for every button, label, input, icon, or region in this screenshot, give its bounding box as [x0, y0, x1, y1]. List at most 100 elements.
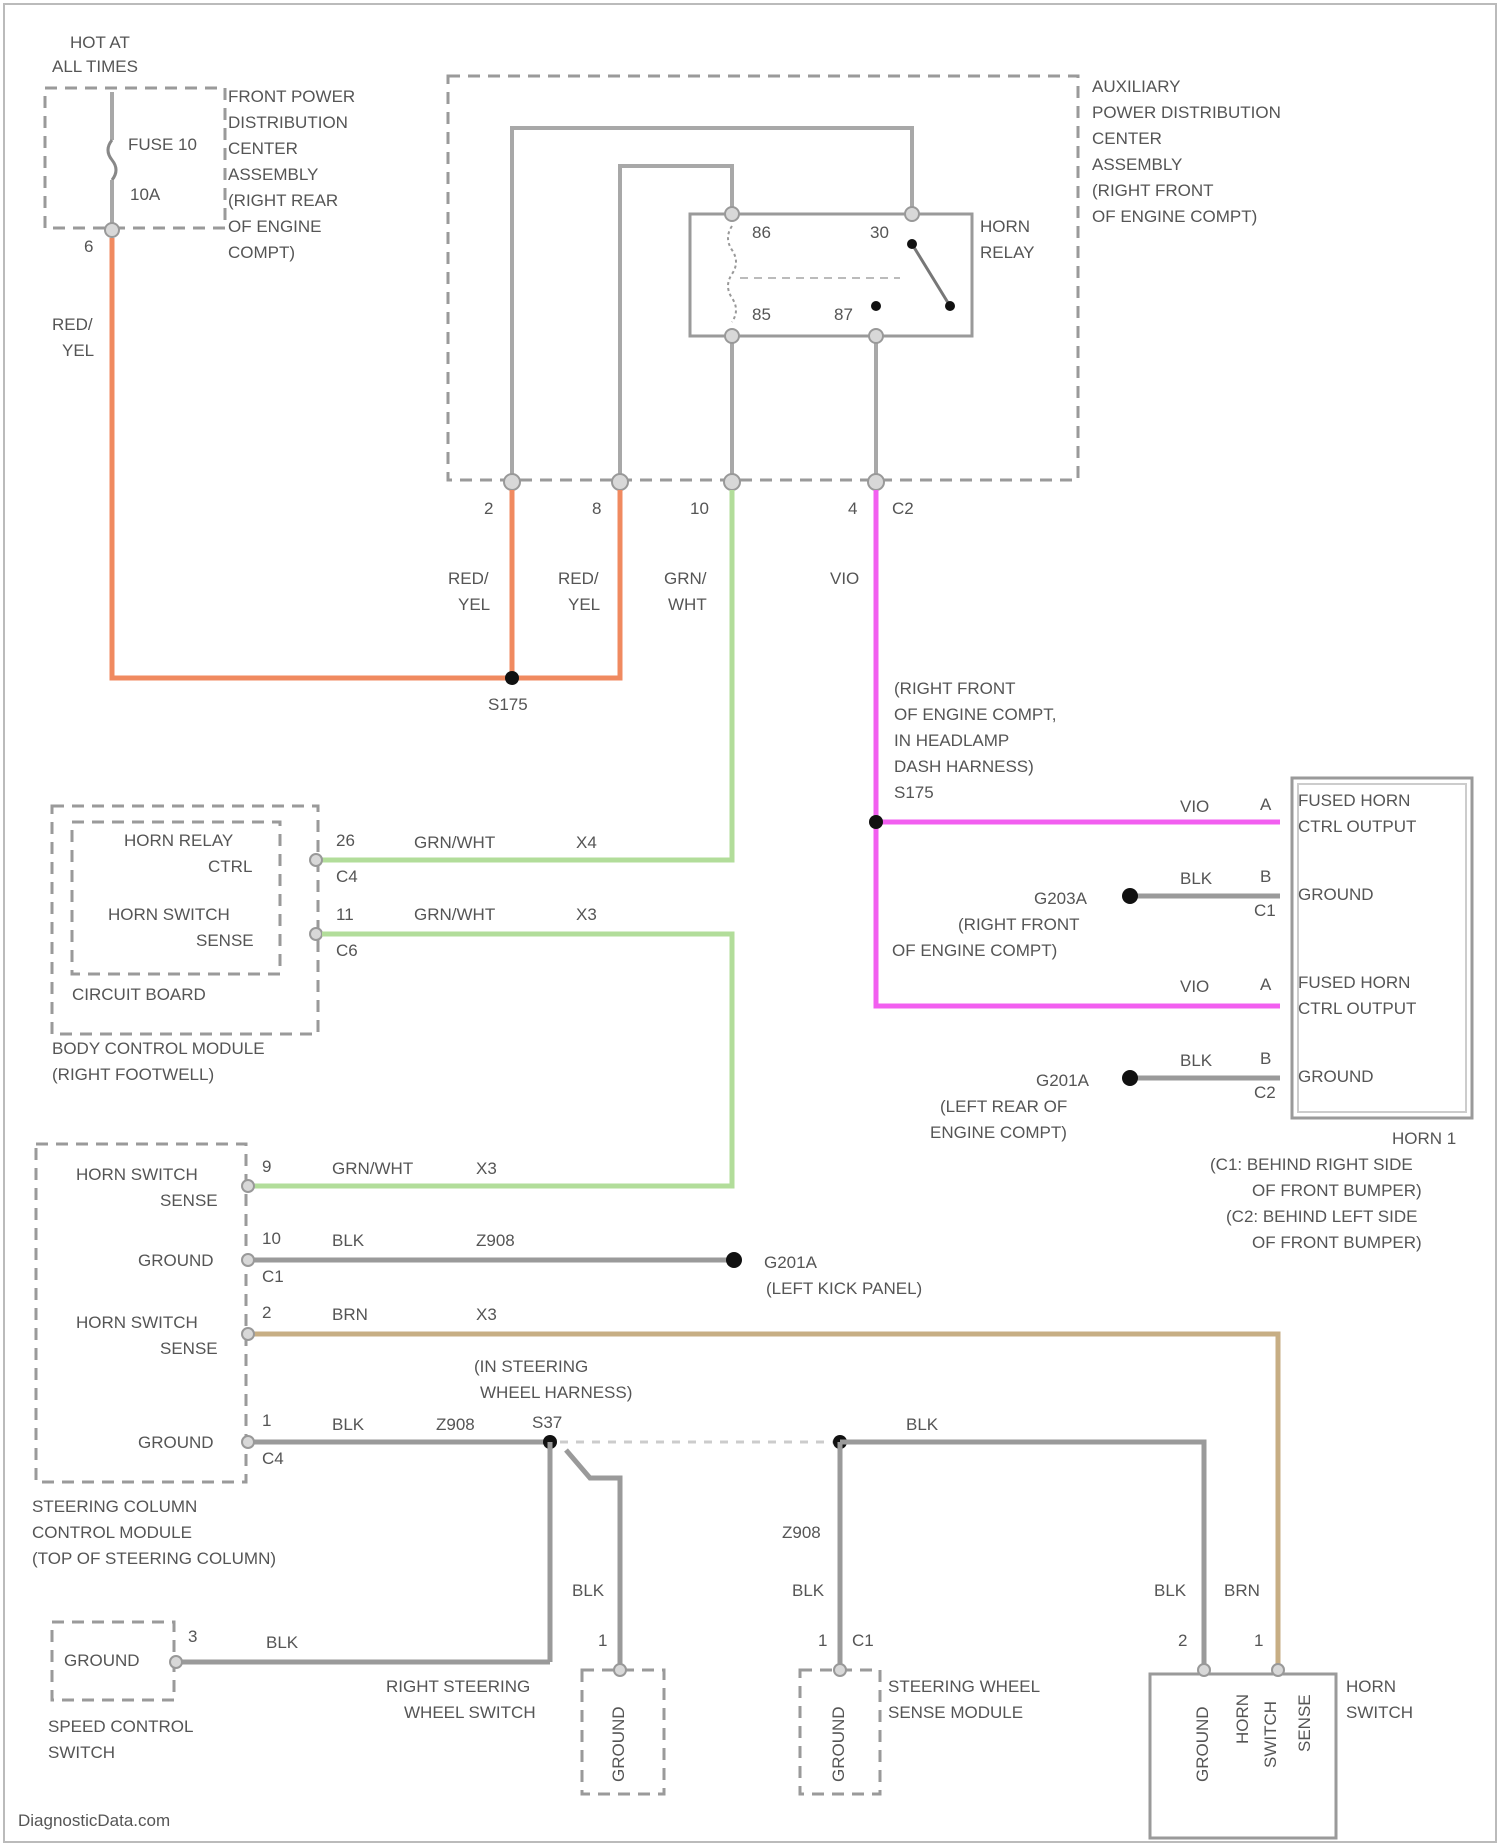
- horn-sw-caption: SWITCH: [1346, 1703, 1413, 1722]
- bcm-circuit-board-label: CIRCUIT BOARD: [72, 985, 206, 1004]
- sccm-r2-conn: C1: [262, 1267, 284, 1286]
- bcm-switch-sense-label: HORN SWITCH: [108, 905, 230, 924]
- relay-30-feed: [512, 128, 912, 478]
- fuse-pin-number: 6: [84, 237, 93, 256]
- vio-harness-note: (RIGHT FRONT OF ENGINE COMPT, IN HEADLAM…: [894, 679, 1056, 802]
- aux-pdc-line: ASSEMBLY: [1092, 155, 1182, 174]
- horn-sw-pin: [1272, 1664, 1284, 1676]
- sccm-caption: STEERING COLUMN: [32, 1497, 197, 1516]
- sccm-caption: (TOP OF STEERING COLUMN): [32, 1549, 276, 1568]
- sccm-r3-label: HORN SWITCH: [76, 1313, 198, 1332]
- footer-watermark: DiagnosticData.com: [18, 1811, 170, 1830]
- relay-pin-86: 86: [752, 223, 771, 242]
- rsws-pin: [614, 1664, 626, 1676]
- relay-coil: [728, 226, 736, 322]
- horn-sw-horn-label: HORN: [1233, 1694, 1252, 1744]
- hot-at-label: HOT AT: [70, 33, 130, 52]
- horn-caption-line: OF FRONT BUMPER): [1252, 1233, 1422, 1252]
- bcm-caption: (RIGHT FOOTWELL): [52, 1065, 214, 1084]
- red-yel-b-label: YEL: [568, 595, 600, 614]
- rsws-ground-label: GROUND: [609, 1706, 628, 1782]
- sccm-r2-pin: 10: [262, 1229, 281, 1248]
- rsws-caption: WHEEL SWITCH: [404, 1703, 536, 1722]
- sccm-r2-label: GROUND: [138, 1251, 214, 1270]
- blk-wire-to-horn-switch: [840, 1442, 1204, 1666]
- aux-pdc-line: POWER DISTRIBUTION: [1092, 103, 1281, 122]
- vio-note-line: OF ENGINE COMPT,: [894, 705, 1056, 724]
- red-yel-a-label: YEL: [458, 595, 490, 614]
- fuse-symbol: [108, 140, 116, 180]
- g201a-kick-label: G201A: [764, 1253, 818, 1272]
- red-yel-a-label: RED/: [448, 569, 489, 588]
- aux-pdc-pin: [504, 474, 520, 490]
- grn-wht-switch-sense-wire: [252, 934, 732, 1186]
- g203a-note: (RIGHT FRONT: [958, 915, 1080, 934]
- aux-pdc-pin: [868, 474, 884, 490]
- g201a-note: ENGINE COMPT): [930, 1123, 1067, 1142]
- vio-note-line: (RIGHT FRONT: [894, 679, 1016, 698]
- front-pdc-line: CENTER: [228, 139, 298, 158]
- vio-splice-node: [869, 815, 883, 829]
- bcm-conn1: C4: [336, 867, 358, 886]
- horn-caption-line: (C2: BEHIND LEFT SIDE: [1226, 1207, 1417, 1226]
- g201a-ground-node: [1122, 1070, 1138, 1086]
- horn-row2-conn: C1: [1254, 901, 1276, 920]
- horn-row2-label: GROUND: [1298, 885, 1374, 904]
- sccm-r4-wire: BLK: [332, 1415, 365, 1434]
- bcm-caption: BODY CONTROL MODULE: [52, 1039, 265, 1058]
- g201a-kick-note: (LEFT KICK PANEL): [766, 1279, 922, 1298]
- horn-row1-label: FUSED HORN: [1298, 791, 1410, 810]
- horn-row3-pin: A: [1260, 975, 1272, 994]
- sccm-r4-label: GROUND: [138, 1433, 214, 1452]
- sccm-r3-pin: 2: [262, 1303, 271, 1322]
- bcm-code2: X3: [576, 905, 597, 924]
- aux-pdc-box: [448, 76, 1078, 480]
- speed-ground-label: GROUND: [64, 1651, 140, 1670]
- horn-row3-wire: VIO: [1180, 977, 1209, 996]
- sccm-r2-code: Z908: [476, 1231, 515, 1250]
- splice-s175-label: S175: [488, 695, 528, 714]
- splice-s175-node: [505, 671, 519, 685]
- horn-sw-pin2: 2: [1178, 1631, 1187, 1650]
- blk-mid-label: BLK: [792, 1581, 825, 1600]
- swsm-caption: SENSE MODULE: [888, 1703, 1023, 1722]
- horn-row1-pin: A: [1260, 795, 1272, 814]
- relay-pin: [905, 207, 919, 221]
- bcm-wire2: GRN/WHT: [414, 905, 495, 924]
- speed-caption: SWITCH: [48, 1743, 115, 1762]
- blk-left-label: BLK: [572, 1581, 605, 1600]
- sccm-pin: [242, 1436, 254, 1448]
- aux-pin-2: 2: [484, 499, 493, 518]
- relay-contact-30: [907, 239, 917, 249]
- sccm-r3-code: X3: [476, 1305, 497, 1324]
- horn-caption-line: (C1: BEHIND RIGHT SIDE: [1210, 1155, 1413, 1174]
- aux-pdc-line: CENTER: [1092, 129, 1162, 148]
- vio-note-line: DASH HARNESS): [894, 757, 1034, 776]
- horn-sw-switch-label: SWITCH: [1261, 1701, 1280, 1768]
- horn-row3-label: CTRL OUTPUT: [1298, 999, 1416, 1018]
- sccm-r1-label: SENSE: [160, 1191, 218, 1210]
- aux-pdc-pin: [612, 474, 628, 490]
- bcm-switch-sense-label: SENSE: [196, 931, 254, 950]
- horn-relay-label: RELAY: [980, 243, 1035, 262]
- g201a-kick-panel-node: [726, 1252, 742, 1268]
- vio-wire-label: VIO: [830, 569, 859, 588]
- horn-row2-pin: B: [1260, 867, 1271, 886]
- relay-pin-85: 85: [752, 305, 771, 324]
- bcm-code1: X4: [576, 833, 597, 852]
- grn-wht-relay-ctrl-wire: [318, 490, 732, 860]
- horn-1-caption: HORN 1 (C1: BEHIND RIGHT SIDE OF FRONT B…: [1210, 1129, 1456, 1252]
- front-pdc-line: COMPT): [228, 243, 295, 262]
- aux-pdc-label: AUXILIARY POWER DISTRIBUTION CENTER ASSE…: [1092, 77, 1281, 226]
- g203a-label: G203A: [1034, 889, 1088, 908]
- relay-switch-contact: [912, 244, 950, 306]
- horn-row4-pin: B: [1260, 1049, 1271, 1068]
- horn-caption-line: OF FRONT BUMPER): [1252, 1181, 1422, 1200]
- horn-row3-label: FUSED HORN: [1298, 973, 1410, 992]
- relay-contact-end: [945, 301, 955, 311]
- sccm-caption: CONTROL MODULE: [32, 1523, 192, 1542]
- sccm-r4-pin: 1: [262, 1411, 271, 1430]
- aux-pin-4: 4: [848, 499, 857, 518]
- g201a-note: (LEFT REAR OF: [940, 1097, 1067, 1116]
- aux-conn-c2: C2: [892, 499, 914, 518]
